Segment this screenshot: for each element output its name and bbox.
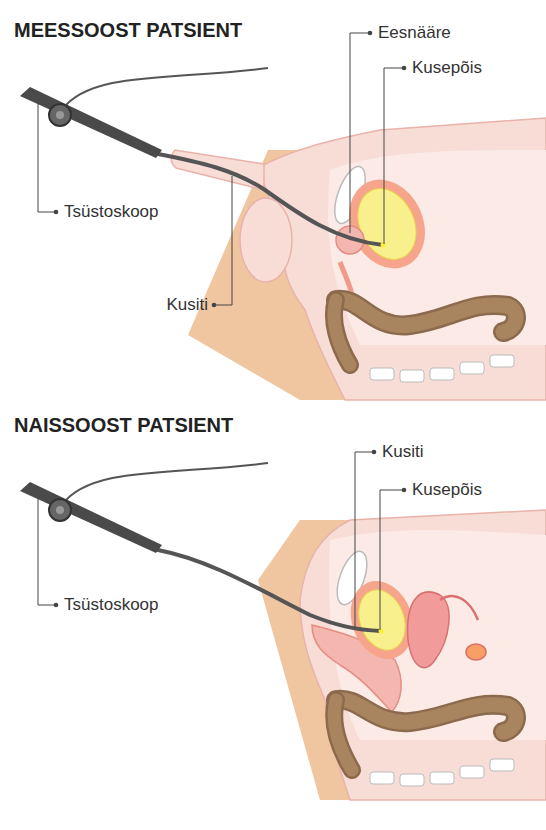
part-label: Eesnääre bbox=[378, 23, 451, 43]
male-anatomy bbox=[171, 118, 546, 400]
panel-heading: MEESSOOST PATSIENT bbox=[14, 18, 242, 42]
panel-heading: NAISSOOST PATSIENT bbox=[14, 413, 233, 437]
leader-lines bbox=[38, 33, 404, 630]
female-anatomy bbox=[258, 510, 546, 800]
part-label: Kusiti bbox=[382, 442, 424, 462]
male-cystoscope bbox=[20, 68, 386, 248]
part-label: Kusepõis bbox=[412, 58, 482, 78]
part-label: Kusepõis bbox=[412, 480, 482, 500]
part-label: Kusiti bbox=[166, 295, 208, 315]
instrument-label: Tsüstoskoop bbox=[64, 595, 159, 615]
leader-dots bbox=[54, 31, 407, 608]
female-cystoscope bbox=[20, 463, 384, 634]
instrument-label: Tsüstoskoop bbox=[64, 202, 159, 222]
